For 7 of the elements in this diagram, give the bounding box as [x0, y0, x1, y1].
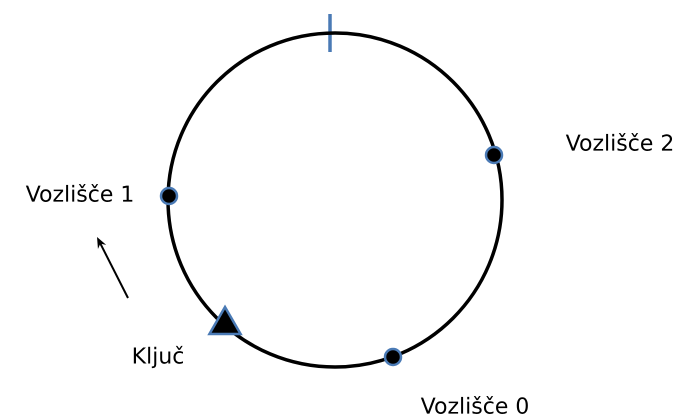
node-label: Vozlišče 2 — [566, 133, 672, 151]
node-dot — [160, 186, 178, 206]
node-dot — [384, 348, 402, 366]
node-dot — [484, 146, 504, 164]
node-label: Vozlišče 0 — [420, 396, 528, 414]
key-label: Ključ — [134, 346, 183, 368]
node-label: Vozlišče 1 — [26, 184, 132, 202]
